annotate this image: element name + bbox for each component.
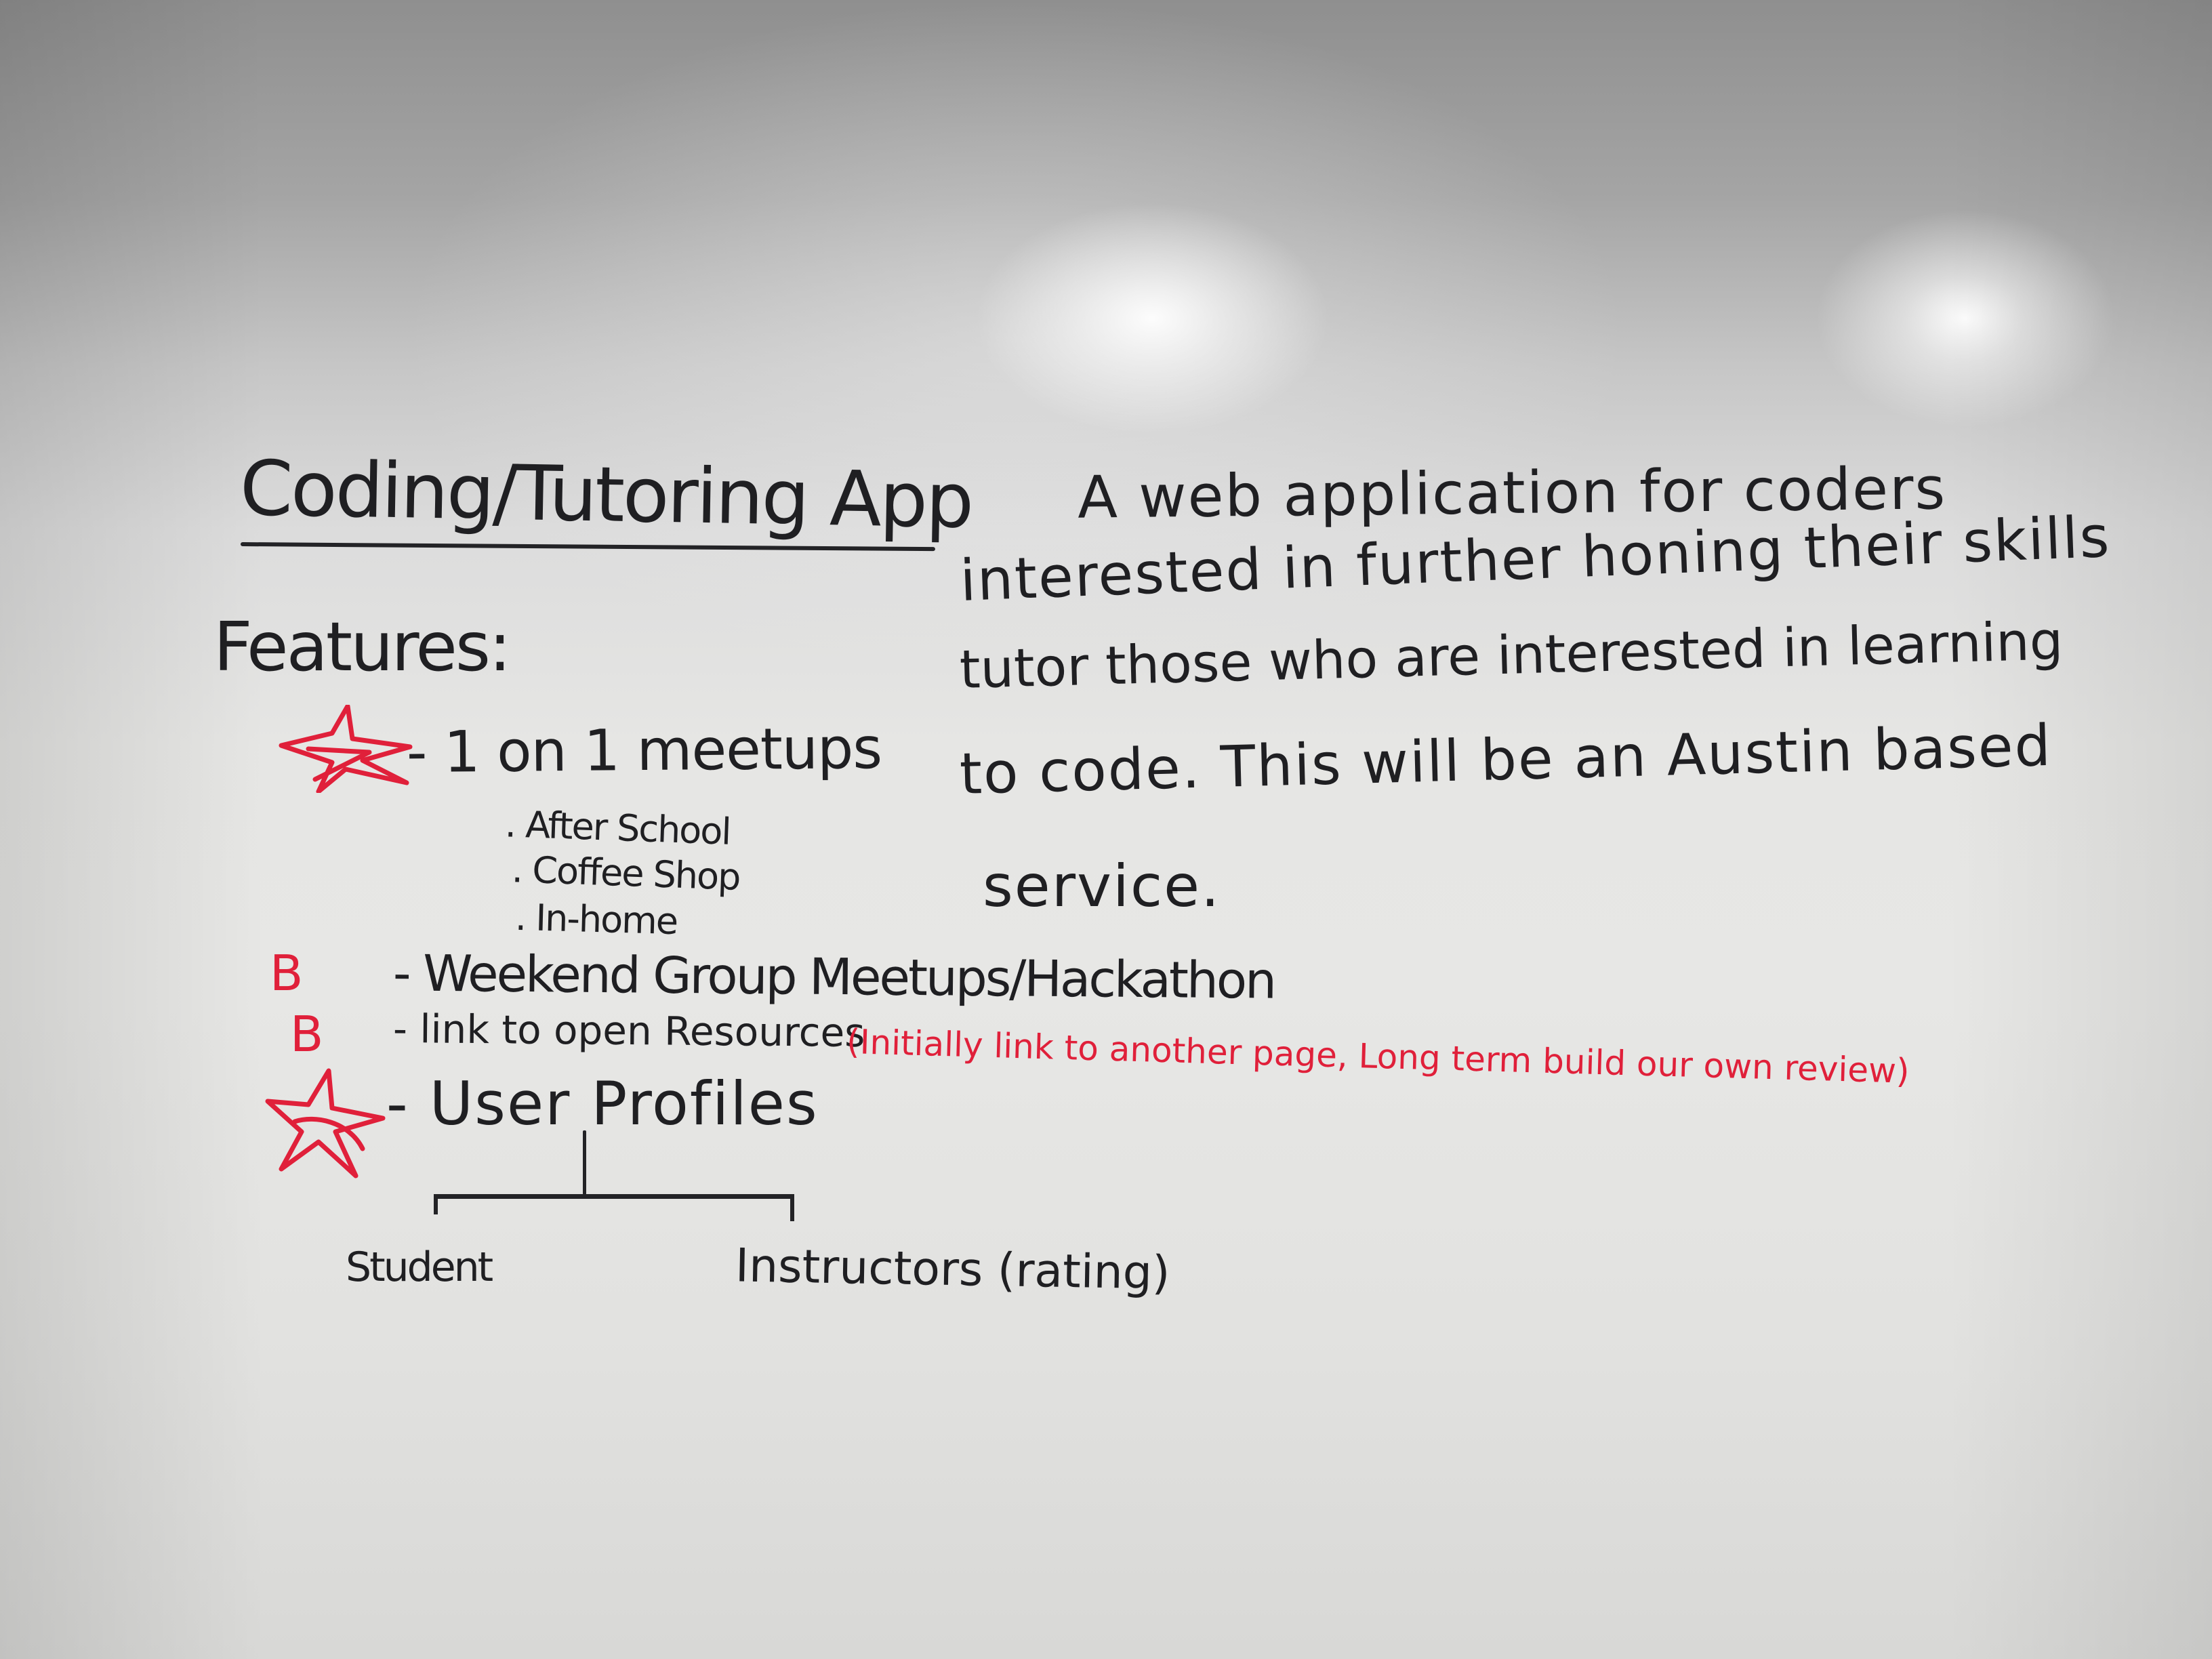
feature-one-on-one: - 1 on 1 meetups [406,714,882,786]
location-after-school: . After School [504,802,731,853]
feature-open-resources: - link to open Resources [392,1005,865,1057]
profiles-tree-stem [583,1130,586,1195]
location-in-home: . In-home [514,895,678,943]
board-title: Coding/Tutoring App [239,445,973,546]
location-coffee-shop: . Coffee Shop [511,848,741,899]
resources-note: (Initially link to another page, Long te… [846,1022,1910,1091]
description-line-5: service. [983,853,1221,920]
resources-priority-marker: B [290,1006,323,1063]
profiles-tree-right-tick [790,1194,794,1221]
profiles-tree-branch [435,1194,794,1199]
profiles-tree-left-tick [434,1194,438,1214]
red-star-icon [279,705,413,793]
feature-weekend-meetups: - Weekend Group Meetups/Hackathon [392,944,1275,1010]
feature-user-profiles: - User Profiles [386,1069,819,1139]
profile-type-student: Student [346,1244,493,1291]
red-star-icon [265,1068,386,1179]
profile-type-instructors: Instructors (rating) [735,1239,1171,1300]
title-underline [240,542,935,552]
description-line-3: tutor those who are interested in learni… [958,611,2064,701]
features-heading: Features: [213,607,512,687]
weekend-priority-marker: B [270,945,303,1002]
description-line-4: to code. This will be an Austin based [958,712,2053,807]
